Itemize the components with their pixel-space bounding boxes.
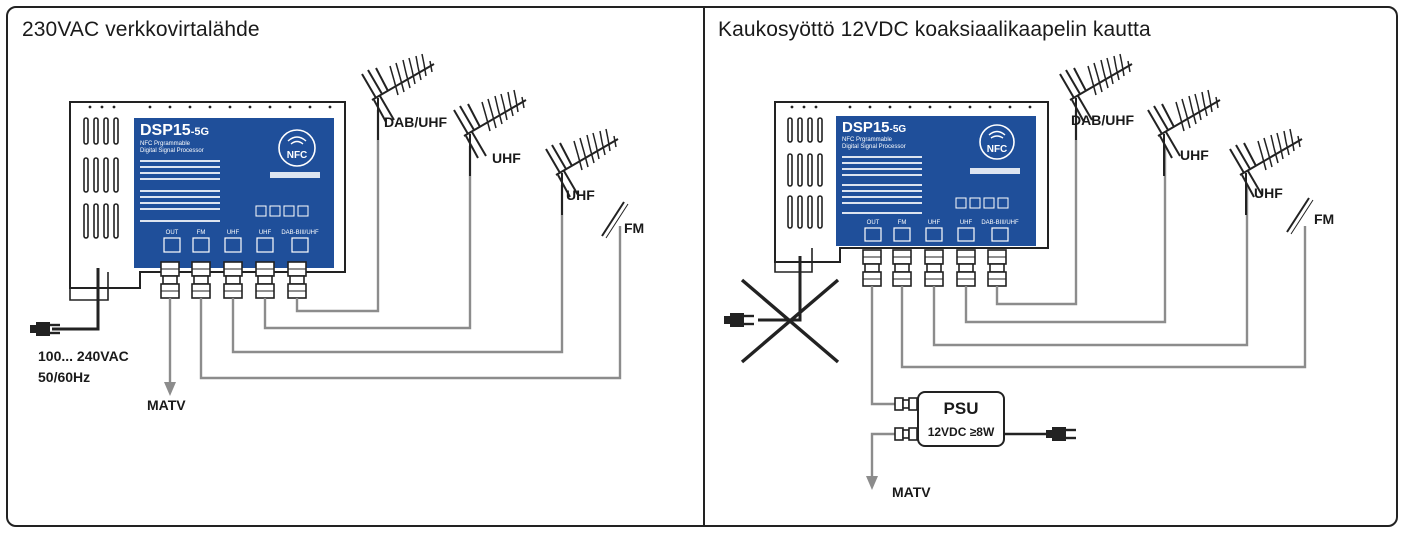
left-panel-title: 230VAC verkkovirtalähde (22, 18, 260, 41)
device-subtitle-1: NFC Prgrammable (140, 141, 191, 147)
device-model-suffix-right: -5G (890, 124, 907, 135)
no-mains-cross-icon (740, 278, 840, 364)
right-device: DSP15-5G NFC Prgrammable Digital Signal … (774, 101, 1049, 273)
panel-divider (703, 6, 705, 527)
port-label-uhf-1: UHF (227, 230, 240, 236)
port-label-fm: FM (197, 230, 206, 236)
diagram-frame (6, 6, 1398, 527)
device-subtitle-2-right: Digital Signal Processor (842, 144, 906, 150)
psu-mains-plug (1046, 427, 1076, 441)
nfc-icon: NFC (278, 129, 316, 167)
port-label-dab-right: DAB-BIII/UHF (981, 220, 1019, 226)
left-mains-label-2: 50/60Hz (38, 369, 90, 385)
svg-text:DSP15-5G: DSP15-5G (842, 119, 906, 136)
right-label-fm: FM (1314, 211, 1334, 227)
device-subtitle-2: Digital Signal Processor (140, 148, 204, 154)
nfc-label-right: NFC (987, 144, 1008, 155)
device-model-suffix: -5G (191, 126, 209, 138)
left-mains-label-1: 100... 240VAC (38, 348, 129, 364)
left-output-label: MATV (147, 397, 186, 413)
left-device: DSP15-5G NFC Prgrammable Digital Signal … (69, 101, 346, 301)
port-label-uhf-2-right: UHF (960, 220, 973, 226)
port-label-uhf-1-right: UHF (928, 220, 941, 226)
right-label-uhf-2: UHF (1254, 185, 1283, 201)
left-label-dab-uhf: DAB/UHF (384, 114, 447, 130)
device-model-right: DSP15 (842, 119, 890, 136)
left-label-uhf-2: UHF (566, 187, 595, 203)
left-output-arrow (164, 382, 176, 396)
port-label-out: OUT (166, 230, 179, 236)
device-model: DSP15 (140, 122, 191, 139)
left-cables (168, 110, 622, 385)
psu-spec: 12VDC ≥8W (928, 425, 995, 439)
port-label-dab: DAB-BIII/UHF (281, 230, 319, 236)
right-cables (870, 110, 1307, 478)
nfc-icon-right: NFC (979, 124, 1015, 160)
left-label-fm: FM (624, 220, 644, 236)
port-label-fm-right: FM (898, 220, 907, 226)
left-label-uhf-1: UHF (492, 150, 521, 166)
right-label-dab-uhf: DAB/UHF (1071, 112, 1134, 128)
port-label-out-right: OUT (867, 220, 880, 226)
right-output-arrow (866, 476, 878, 490)
right-label-uhf-1: UHF (1180, 147, 1209, 163)
psu-unit: PSU 12VDC ≥8W (894, 391, 1050, 447)
psu-title: PSU (944, 399, 979, 418)
svg-text:DSP15-5G: DSP15-5G (140, 122, 209, 139)
device-subtitle-1-right: NFC Prgrammable (842, 137, 893, 143)
port-label-uhf-2: UHF (259, 230, 272, 236)
right-output-label: MATV (892, 484, 931, 500)
nfc-label: NFC (287, 150, 308, 161)
right-panel-title: Kaukosyöttö 12VDC koaksiaalikaapelin kau… (718, 18, 1151, 41)
